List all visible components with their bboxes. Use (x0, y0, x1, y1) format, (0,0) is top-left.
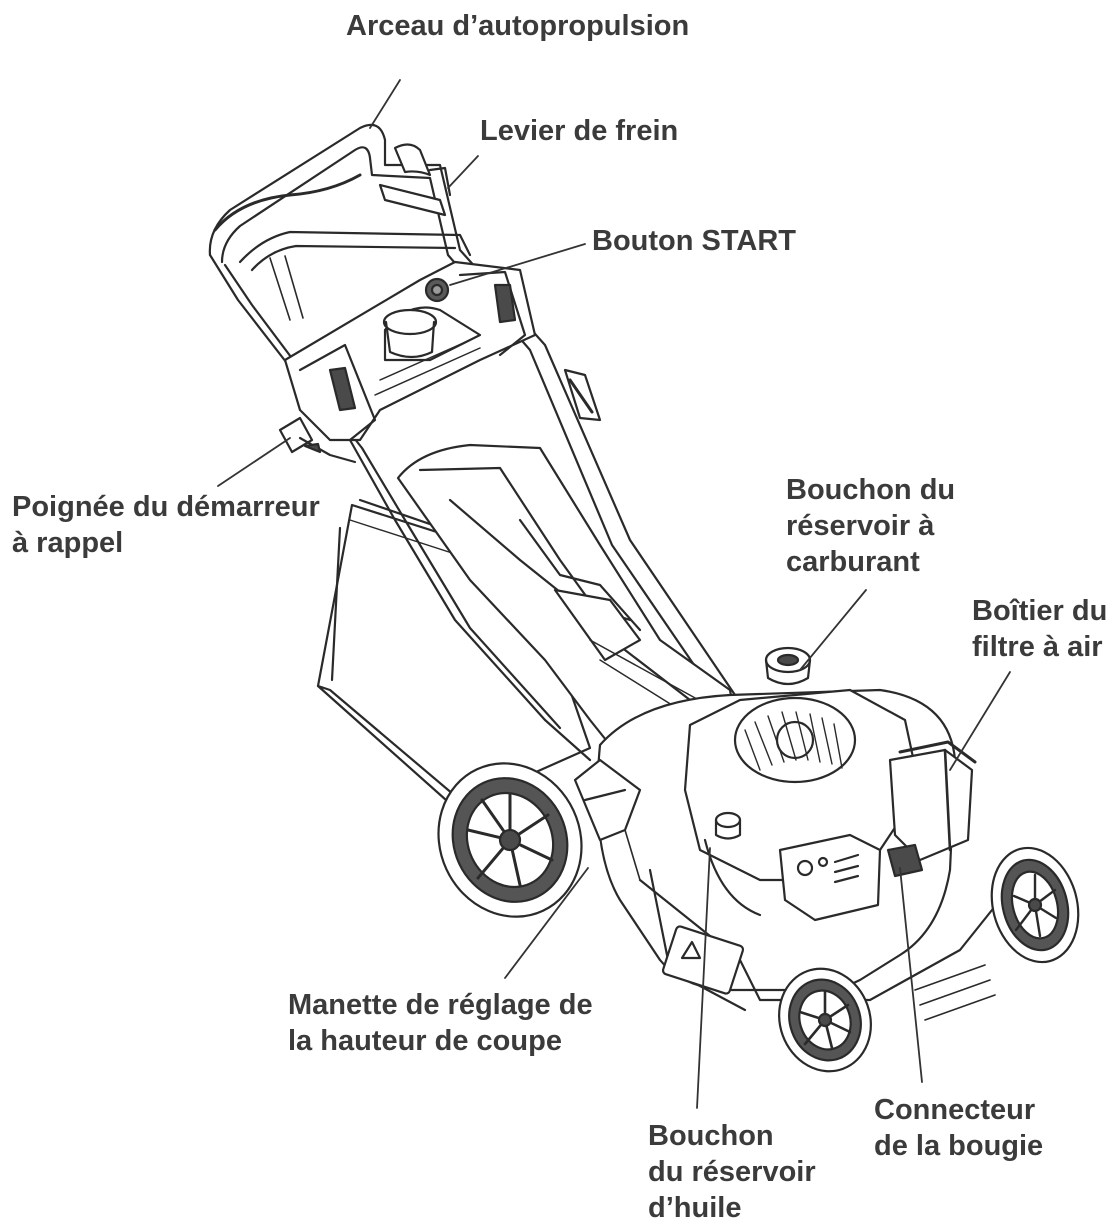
label-line: filtre à air (972, 631, 1103, 663)
label-start-button: Bouton START (592, 223, 796, 259)
label-recoil-starter: Poignée du démarreur à rappel (12, 489, 320, 561)
oil-cap-icon (714, 811, 742, 840)
spark-plug-connector (886, 843, 924, 878)
label-line: à rappel (12, 527, 124, 559)
label-line: de la bougie (874, 1130, 1044, 1162)
label-oil-cap: Bouchon du réservoir d’huile (648, 1118, 816, 1226)
label-line: Bouchon du (786, 474, 956, 506)
label-line: la hauteur de coupe (288, 1025, 562, 1057)
handle-assembly (208, 123, 747, 762)
rear-left-wheel (437, 762, 583, 918)
label-line: Poignée du démarreur (12, 491, 320, 523)
label-line: Boîtier du (972, 595, 1108, 627)
label-fuel-cap: Bouchon du réservoir à carburant (786, 472, 955, 580)
label-height-lever: Manette de réglage de la hauteur de coup… (288, 987, 593, 1059)
front-left-wheel (778, 967, 872, 1073)
label-spark-plug: Connecteur de la bougie (874, 1092, 1043, 1164)
warning-decal (661, 925, 745, 995)
engine (683, 646, 977, 922)
label-line: Levier de frein (480, 115, 679, 147)
label-line: d’huile (648, 1192, 742, 1224)
control-console (283, 260, 537, 442)
label-line: Arceau d’autopropulsion (346, 10, 690, 42)
recoil-starter-handle (278, 416, 357, 464)
handle-lock (563, 368, 602, 422)
label-line: réservoir à (786, 510, 935, 542)
label-line: du réservoir (648, 1156, 816, 1188)
label-self-propel-bail: Arceau d’autopropulsion (346, 8, 689, 44)
leader-lines (217, 79, 1011, 1109)
label-air-filter: Boîtier du filtre à air (972, 593, 1107, 665)
label-line: Connecteur (874, 1094, 1036, 1126)
label-line: Bouton START (592, 225, 797, 257)
fuel-cap-icon (764, 646, 812, 686)
label-line: Manette de réglage de (288, 989, 593, 1021)
label-line: carburant (786, 546, 920, 578)
label-line: Bouchon (648, 1120, 774, 1152)
front-right-wheel (990, 846, 1080, 964)
air-filter-housing (888, 740, 977, 862)
label-brake-lever: Levier de frein (480, 113, 678, 149)
height-adjust-lever (573, 758, 642, 842)
